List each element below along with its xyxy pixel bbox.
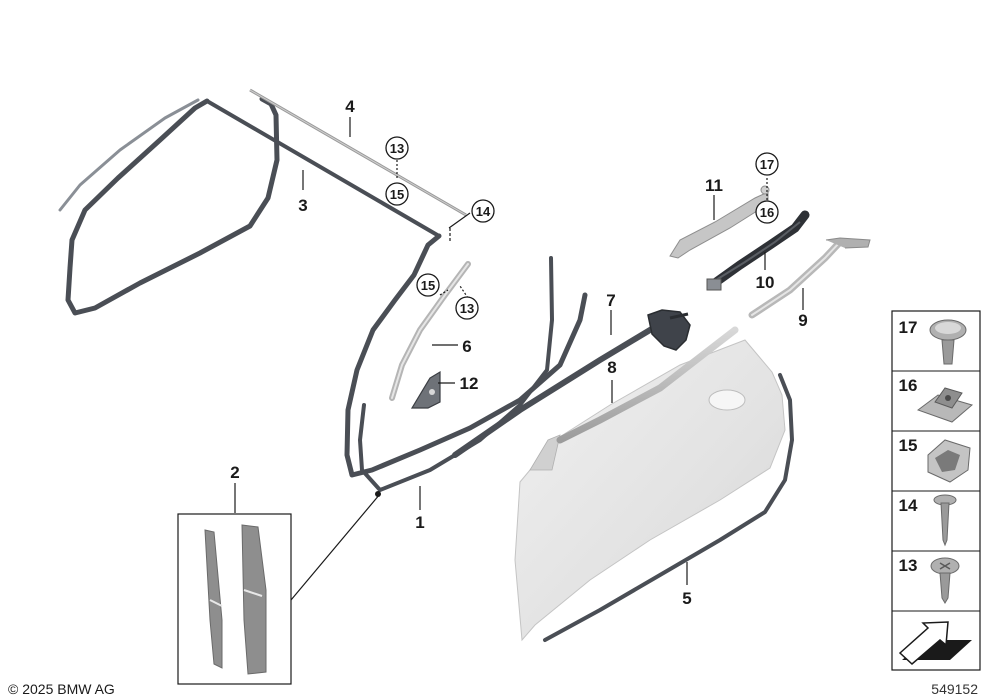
attachment-dot	[375, 491, 381, 497]
window-outer-strip	[556, 326, 739, 444]
circled-ref-13a: 13	[385, 136, 409, 160]
legend-item-15: 15	[899, 436, 971, 483]
diagram-id: 549152	[931, 681, 978, 697]
copyright-text: © 2025 BMW AG	[8, 681, 115, 697]
roof-trim-strip	[249, 88, 467, 217]
door-panel	[514, 339, 786, 642]
foam-pad-inset	[177, 513, 292, 685]
bracket	[410, 370, 441, 409]
circled-ref-15a: 15	[385, 182, 409, 206]
legend-item-16: 16	[899, 376, 974, 423]
fastener-legend: 17 16 15 14 13	[891, 310, 981, 671]
svg-text:17: 17	[899, 318, 918, 337]
callout-4: 4	[345, 97, 355, 116]
door-inner-seal	[452, 309, 691, 458]
callout-1: 1	[415, 513, 424, 532]
callout-10: 10	[756, 273, 775, 292]
svg-text:14: 14	[899, 496, 918, 515]
glass-channel-strip	[389, 261, 471, 401]
window-frame-seal	[58, 96, 441, 316]
circled-ref-16: 16	[755, 200, 779, 224]
leader-lines	[234, 117, 804, 601]
window-shaft-seal	[748, 237, 871, 319]
svg-text:14: 14	[476, 204, 491, 219]
callout-12: 12	[460, 374, 479, 393]
callout-11: 11	[705, 176, 723, 195]
circled-ref-13b: 13	[455, 296, 479, 320]
circled-ref-15b: 15	[416, 273, 440, 297]
circled-ref-17: 17	[755, 152, 779, 176]
svg-text:15: 15	[421, 278, 435, 293]
svg-text:15: 15	[390, 187, 404, 202]
callout-5: 5	[682, 589, 691, 608]
legend-item-17: 17	[899, 318, 967, 365]
lower-door-seal	[543, 373, 794, 642]
legend-item-13: 13	[899, 556, 960, 604]
svg-text:13: 13	[390, 141, 404, 156]
callout-2: 2	[230, 463, 239, 482]
callout-9: 9	[798, 311, 807, 330]
circled-ref-14: 14	[471, 199, 495, 223]
svg-text:16: 16	[760, 205, 774, 220]
svg-text:15: 15	[899, 436, 918, 455]
svg-text:13: 13	[899, 556, 918, 575]
callout-3: 3	[298, 196, 307, 215]
callout-8: 8	[607, 358, 616, 377]
legend-item-14: 14	[899, 494, 957, 547]
svg-text:16: 16	[899, 376, 918, 395]
callout-7: 7	[606, 291, 615, 310]
svg-text:17: 17	[760, 157, 774, 172]
cover-bracket	[669, 185, 770, 259]
callout-6: 6	[462, 337, 471, 356]
inner-shaft-seal	[706, 210, 810, 291]
svg-text:13: 13	[460, 301, 474, 316]
legend-arrow-icon	[898, 621, 972, 666]
